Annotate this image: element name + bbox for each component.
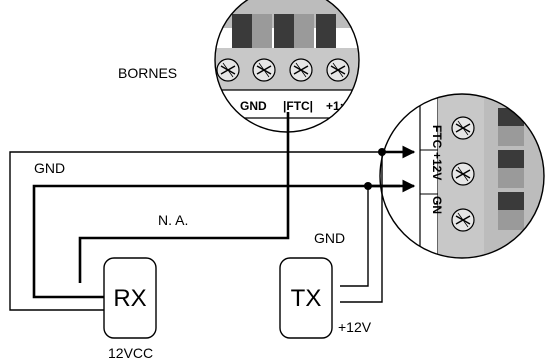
tx-device: TX [279, 257, 333, 339]
gnd-left-label: GND [34, 160, 65, 176]
wire-tx-12v [340, 152, 383, 303]
12vcc-label: 12VCC [108, 345, 153, 361]
screw-icon [216, 58, 240, 82]
tx-label: TX [291, 285, 322, 312]
side-terminal-label: +12V [430, 152, 444, 180]
screw-icon [289, 58, 313, 82]
top-terminal-label: |FTC| [283, 99, 313, 113]
gnd-tx-label: GND [314, 230, 345, 246]
na-label: N. A. [158, 212, 188, 228]
wire-12vcc-loop [9, 151, 382, 311]
side-terminal-label: GN [430, 196, 444, 214]
top-terminal-magnifier: T| GND |FTC| +1: [214, 0, 360, 133]
wiring [9, 112, 416, 311]
side-terminal-label: FTC [430, 125, 444, 149]
screw-icon [451, 162, 475, 186]
bornes-label: BORNES [118, 65, 177, 81]
wire-na [78, 112, 290, 283]
screw-icon [252, 58, 276, 82]
screw-icon [451, 116, 475, 140]
top-terminal-label: GND [240, 99, 267, 113]
side-terminal-magnifier: FTC +12V GN [379, 93, 545, 259]
top-terminal-label: +1: [326, 99, 344, 113]
screw-icon [326, 58, 350, 82]
rx-label: RX [113, 285, 146, 312]
plus12v-label: +12V [338, 319, 372, 335]
screw-icon [451, 208, 475, 232]
rx-device: RX [103, 257, 157, 339]
wire-tx-gnd [340, 186, 369, 287]
